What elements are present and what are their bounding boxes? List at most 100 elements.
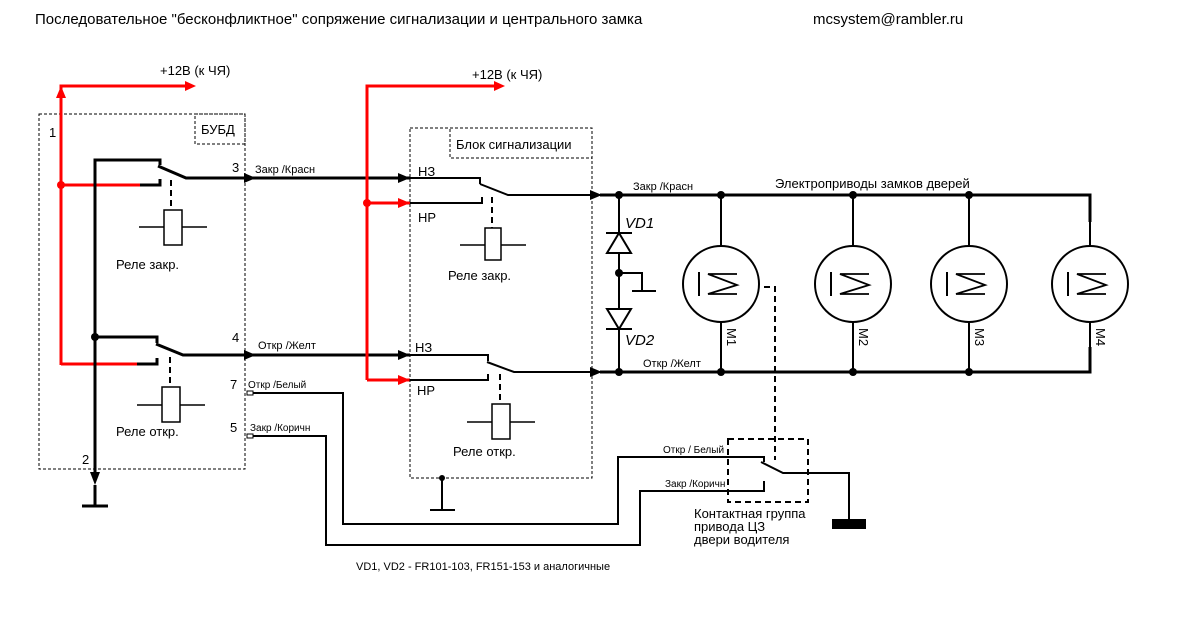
- bus-open: [600, 347, 1092, 374]
- cg-close-wire-label: Закр /Коричн: [665, 479, 725, 490]
- motor-label: M1: [724, 328, 739, 346]
- alarm-close-coil-icon: [484, 227, 502, 261]
- alarm-nc2-contact: [410, 354, 489, 361]
- motor-icon: [1051, 245, 1129, 323]
- power-wire-alarm: [365, 84, 495, 380]
- close-relay-coil-icon: [163, 209, 183, 246]
- pin-7: 7: [230, 377, 237, 392]
- motor-junction-top: [849, 191, 857, 199]
- arrow-bus-open: [590, 367, 602, 377]
- power-wire-budd: [59, 84, 185, 365]
- close-relay-switch: [157, 164, 245, 180]
- close-nc-contact: [140, 179, 162, 187]
- author-email: mcsystem@rambler.ru: [813, 11, 963, 28]
- wire-5-label: Закр /Коричн: [250, 423, 310, 434]
- alarm-nc1-contact: [410, 177, 481, 184]
- motor-label: M4: [1093, 328, 1108, 346]
- wire-open-white: [247, 392, 765, 525]
- wire-7-label: Откр /Белый: [248, 380, 306, 391]
- diode-vd1-label: VD1: [625, 215, 654, 232]
- arrow-pin5: [246, 433, 254, 439]
- alarm-open-coil-icon: [491, 403, 511, 440]
- diode-ground-icon: [619, 272, 656, 292]
- wire-close-label: Закр /Красн: [255, 164, 315, 176]
- actuators-label: Электроприводы замков дверей: [775, 176, 970, 191]
- power-label-budd: +12В (к ЧЯ): [160, 63, 230, 78]
- arrow-nc1: [398, 173, 410, 183]
- junction-diode-bottom: [615, 368, 623, 376]
- arrow-pin7: [246, 390, 254, 396]
- pin-5: 5: [230, 420, 237, 435]
- open-relay-switch: [155, 342, 245, 357]
- wire-close-brown: [247, 435, 765, 546]
- contact-group-switch: [760, 461, 850, 520]
- open-relay-ground: [95, 335, 159, 343]
- budd-name-box: [194, 113, 246, 145]
- junction-power-alarm: [363, 199, 371, 207]
- cg-caption-3: двери водителя: [694, 532, 789, 547]
- alarm-name: Блок сигнализации: [456, 137, 572, 152]
- alarm-no-2: НР: [417, 383, 435, 398]
- bus-open-label: Откр /Желт: [643, 358, 701, 370]
- motor-label: M3: [972, 328, 987, 346]
- diode-note: VD1, VD2 - FR101-103, FR151-153 и аналог…: [356, 561, 610, 573]
- alarm-no-1: НР: [418, 210, 436, 225]
- alarm-no2-contact: [410, 374, 489, 381]
- junction-power: [57, 181, 65, 189]
- alarm-close-switch: [479, 183, 600, 196]
- motor-label: M2: [856, 328, 871, 346]
- alarm-boundary: [409, 127, 593, 479]
- motor-junction-bottom: [965, 368, 973, 376]
- alarm-no1-contact: [410, 197, 483, 204]
- wire-open-label: Откр /Желт: [258, 340, 316, 352]
- motor-m4: M4: [1051, 222, 1129, 347]
- power-arrow-budd: [185, 81, 196, 91]
- mechanical-link: [764, 286, 776, 460]
- diode-vd2-icon: [605, 308, 633, 331]
- motor-icon: [682, 245, 760, 323]
- cg-caption-2: привода ЦЗ: [694, 519, 765, 534]
- motor-m2: M2: [814, 191, 892, 376]
- budd-relay-open-label: Реле откр.: [116, 424, 179, 439]
- diagram-title: Последовательное "бесконфликтное" сопряж…: [35, 11, 643, 28]
- motor-symbol-winding: [1076, 273, 1109, 295]
- bus-close-label: Закр /Красн: [633, 181, 693, 193]
- budd-boundary: [38, 113, 246, 470]
- alarm-open-switch: [486, 361, 600, 373]
- arrow-nc2: [398, 350, 410, 360]
- pin-1: 1: [49, 125, 56, 140]
- arrow-pin4: [244, 350, 256, 360]
- pin-3: 3: [232, 160, 239, 175]
- diode-vd1-icon: [605, 231, 633, 254]
- contact-group: Откр / Белый Закр /Коричн Контактная гру…: [663, 438, 866, 547]
- junction-ground: [91, 333, 99, 341]
- cg-open-wire-label: Откр / Белый: [663, 445, 724, 456]
- alarm-nc-1: НЗ: [418, 164, 435, 179]
- motor-symbol-winding: [839, 273, 872, 295]
- motor-junction-bottom: [849, 368, 857, 376]
- motors-group: M1 M2 M3 M4: [682, 191, 1129, 376]
- pin-2: 2: [82, 452, 89, 467]
- budd-name: БУБД: [201, 122, 235, 137]
- open-relay-coil-icon: [161, 386, 181, 423]
- power-arrow-alarm: [494, 81, 505, 91]
- alarm-relay-open-label: Реле откр.: [453, 444, 516, 459]
- arrow-no2: [398, 375, 410, 385]
- motor-icon: [814, 245, 892, 323]
- arrow-pin3: [244, 173, 256, 183]
- motor-junction-top: [717, 191, 725, 199]
- diode-vd2-label: VD2: [625, 332, 655, 349]
- motor-symbol-winding: [707, 273, 740, 295]
- budd-relay-close-label: Реле закр.: [116, 257, 179, 272]
- ground-wire-budd: [93, 158, 162, 478]
- cg-caption-1: Контактная группа: [694, 506, 806, 521]
- alarm-relay-close-label: Реле закр.: [448, 268, 511, 283]
- motor-m1: M1: [682, 191, 760, 376]
- bus-close: [600, 193, 1092, 222]
- alarm-block: Блок сигнализации НЗ НР НЗ НР Реле закр.…: [409, 127, 600, 511]
- budd-block: БУБД 1 2 3 4 7 5 Реле закр. Реле откр.: [38, 81, 246, 508]
- alarm-nc-2: НЗ: [415, 340, 432, 355]
- motor-m3: M3: [930, 191, 1008, 376]
- arrow-no1: [398, 198, 410, 208]
